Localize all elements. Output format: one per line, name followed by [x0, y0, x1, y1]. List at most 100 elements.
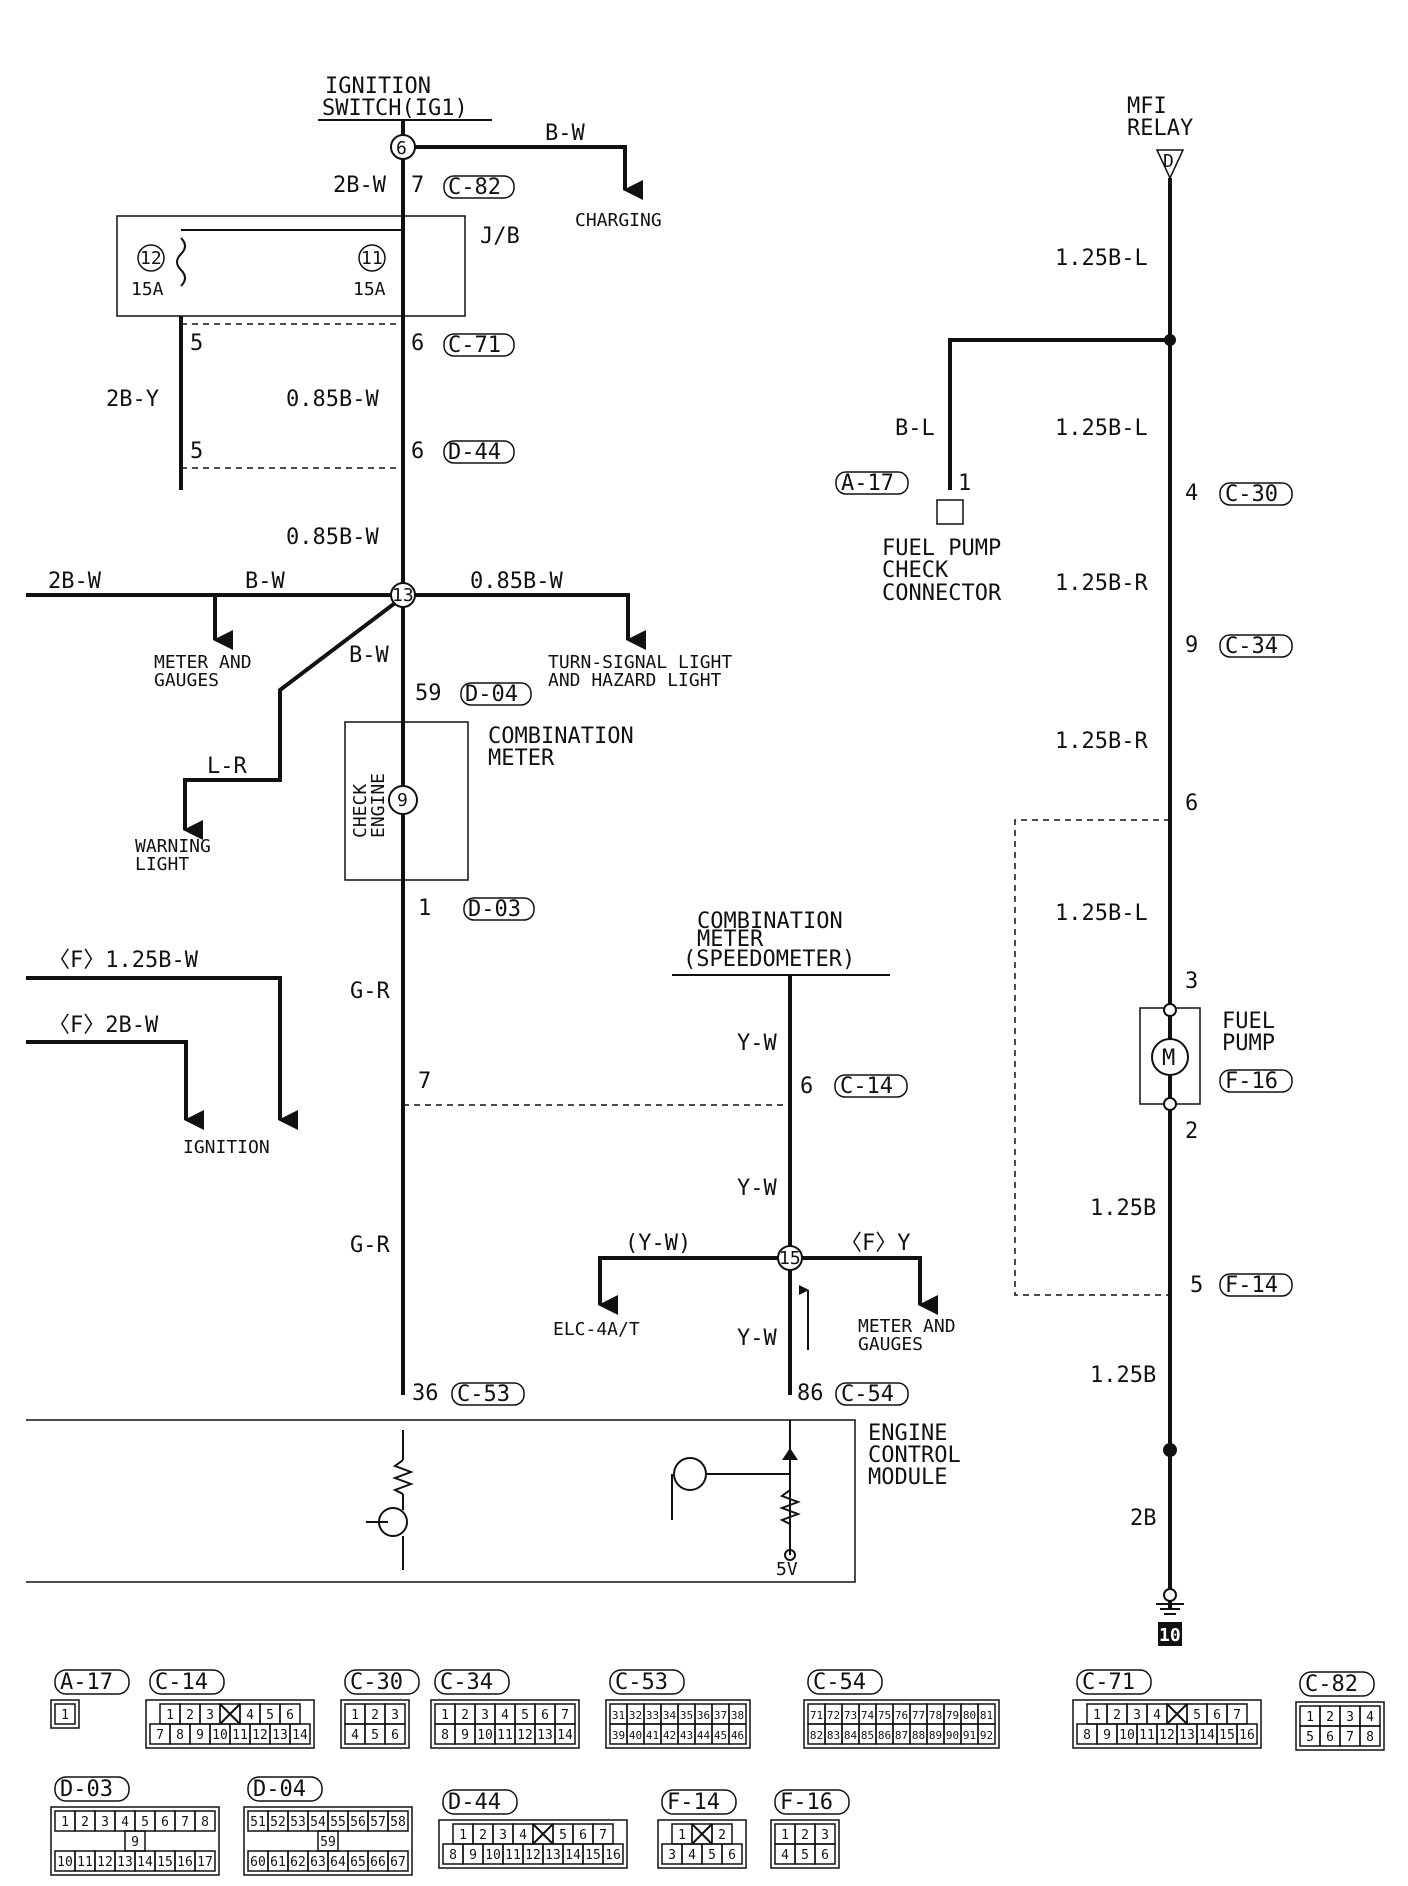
- legend-pin: 4: [121, 1815, 129, 1830]
- wire-bw-meter: B-W: [245, 569, 285, 594]
- legend-pin: 58: [390, 1815, 406, 1830]
- legend-pin: 2: [81, 1815, 89, 1830]
- svg-text:D-03: D-03: [468, 897, 521, 922]
- pin-3: 3: [1185, 969, 1198, 994]
- legend-pin: 8: [1083, 1728, 1091, 1743]
- elc-label: ELC-4A/T: [553, 1319, 640, 1340]
- legend-pin: 5: [266, 1708, 274, 1723]
- legend-pin: 7: [1233, 1708, 1241, 1723]
- legend-pin: 8: [1366, 1730, 1374, 1745]
- legend-pin: 6: [391, 1728, 399, 1743]
- pin-6: 6: [1185, 791, 1198, 816]
- legend-pin: 81: [980, 1709, 993, 1722]
- legend-pin: 7: [599, 1828, 607, 1843]
- svg-text:PUMP: PUMP: [1222, 1031, 1275, 1056]
- connector-tag-c54: C-54: [835, 1382, 909, 1407]
- legend-pin: 63: [310, 1855, 326, 1870]
- wire-125br-1: 1.25B-R: [1055, 571, 1148, 596]
- legend-pin: 9: [196, 1728, 204, 1743]
- legend-pin: 79: [946, 1709, 959, 1722]
- legend-pin: 14: [557, 1728, 573, 1743]
- svg-text:METER: METER: [697, 927, 764, 952]
- legend-pin: 35: [680, 1709, 693, 1722]
- svg-text:SWITCH(IG1): SWITCH(IG1): [322, 96, 468, 121]
- legend-pin: 6: [541, 1708, 549, 1723]
- mfi-relay-terminal: D: [1155, 149, 1185, 180]
- legend-pin: 6: [579, 1828, 587, 1843]
- legend-pin: 10: [57, 1855, 73, 1870]
- wire-125bl-3: 1.25B-L: [1055, 901, 1148, 926]
- charging-label: CHARGING: [575, 210, 662, 231]
- mfi-relay-label: MFI RELAY: [1127, 94, 1193, 141]
- legend-pin: 13: [545, 1848, 561, 1863]
- pin-5-d44: 5: [190, 439, 203, 464]
- legend-pin: 4: [1366, 1710, 1374, 1725]
- legend-pin: 8: [176, 1728, 184, 1743]
- legend-label: C-14: [155, 1670, 208, 1695]
- legend-pin: 11: [77, 1855, 93, 1870]
- legend-pin: 8: [201, 1815, 209, 1830]
- connector-tag-c30: C-30: [1219, 482, 1293, 507]
- fuse-11: 11 15A: [353, 244, 386, 300]
- legend-pin: 72: [827, 1709, 840, 1722]
- legend-pin: 3: [668, 1848, 676, 1863]
- wire-gr-1: G-R: [350, 979, 390, 1004]
- legend-pin: 5: [559, 1828, 567, 1843]
- legend-pin: 54: [310, 1815, 326, 1830]
- legend-pin: 77: [912, 1709, 925, 1722]
- legend-pin: 7: [561, 1708, 569, 1723]
- legend-pin: 12: [97, 1855, 113, 1870]
- legend-pin: 52: [270, 1815, 286, 1830]
- legend-pin: 59: [320, 1835, 336, 1850]
- svg-text:13: 13: [392, 585, 414, 606]
- legend-pin: 1: [678, 1828, 686, 1843]
- legend-pin: 1: [166, 1708, 174, 1723]
- legend-pin: 3: [499, 1828, 507, 1843]
- legend-pin: 14: [565, 1848, 581, 1863]
- legend-pin: 15: [1219, 1728, 1235, 1743]
- legend-pin: 75: [878, 1709, 891, 1722]
- warning-light-label: WARNING LIGHT: [135, 836, 211, 875]
- legend-pin: 3: [101, 1815, 109, 1830]
- legend-pin: 6: [821, 1848, 829, 1863]
- legend-pin: 85: [861, 1729, 874, 1742]
- svg-text:D-44: D-44: [448, 440, 501, 465]
- svg-text:D-04: D-04: [465, 682, 518, 707]
- legend-pin: 73: [844, 1709, 857, 1722]
- legend-pin: 3: [206, 1708, 214, 1723]
- legend-pin: 42: [663, 1729, 676, 1742]
- legend-pin: 43: [680, 1729, 693, 1742]
- wire-125b-2: 1.25B: [1090, 1363, 1156, 1388]
- junction-13: 13: [390, 582, 416, 608]
- wire-bl: B-L: [895, 416, 935, 441]
- fuel-pump-label: FUEL PUMP: [1222, 1009, 1275, 1056]
- legend-label: D-03: [60, 1777, 113, 1802]
- legend-pin: 12: [525, 1848, 541, 1863]
- legend-pin: 2: [1113, 1708, 1121, 1723]
- wire-lr: L-R: [207, 754, 247, 779]
- legend-pin: 3: [821, 1828, 829, 1843]
- legend-pin: 11: [497, 1728, 513, 1743]
- legend-pin: 4: [781, 1848, 789, 1863]
- svg-text:11: 11: [361, 248, 383, 269]
- legend-pin: 6: [1213, 1708, 1221, 1723]
- jb-label: J/B: [480, 224, 520, 249]
- legend-pin: 67: [390, 1855, 406, 1870]
- wire-fy: 〈F〉Y: [840, 1231, 911, 1256]
- legend-pin: 1: [459, 1828, 467, 1843]
- ground-symbol: [1156, 1588, 1184, 1615]
- svg-text:ENGINE: ENGINE: [868, 1421, 947, 1446]
- legend-pin: 86: [878, 1729, 891, 1742]
- svg-text:C-30: C-30: [1225, 482, 1278, 507]
- legend-pin: 8: [449, 1848, 457, 1863]
- legend-label: C-53: [615, 1670, 668, 1695]
- svg-text:CHECK: CHECK: [350, 784, 371, 838]
- pin-9: 9: [1185, 633, 1198, 658]
- connector-tag-d44: D-44: [443, 440, 515, 465]
- pin-1-a17: 1: [958, 471, 971, 496]
